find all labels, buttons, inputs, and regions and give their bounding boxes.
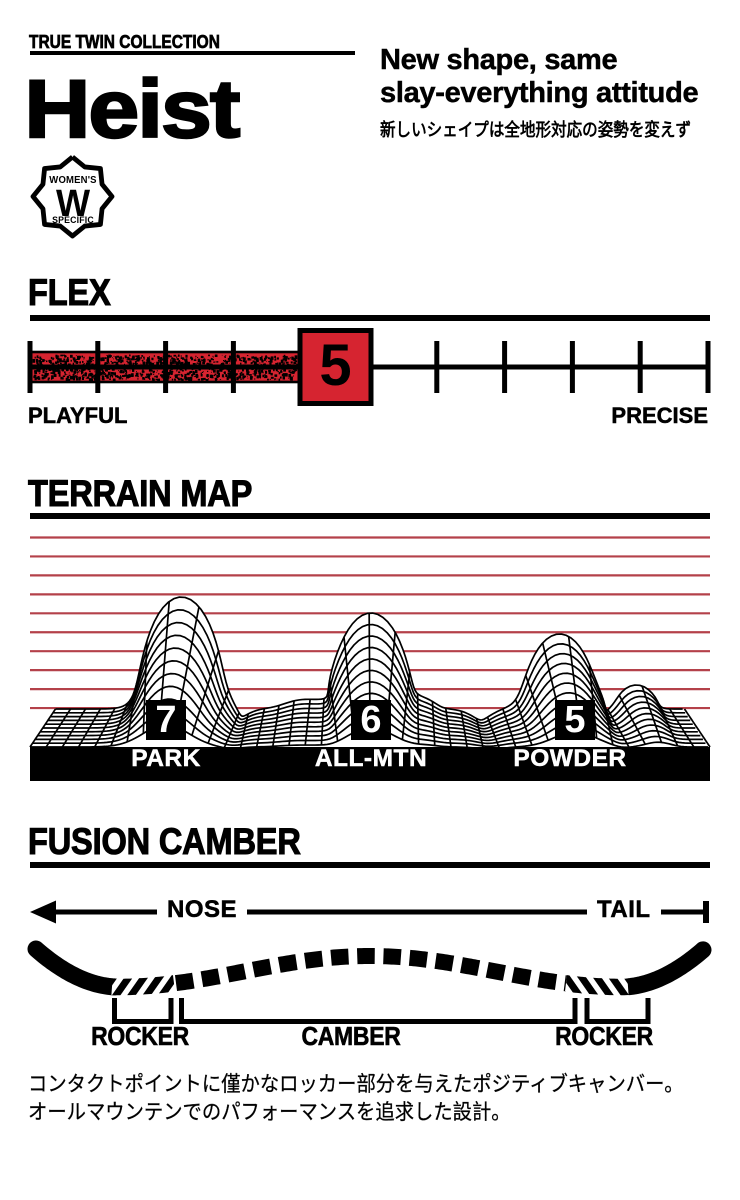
badge-star xyxy=(30,155,115,239)
collection-rule xyxy=(30,51,355,55)
tagline-line1: New shape, same xyxy=(380,44,618,77)
flex-section-rule xyxy=(30,315,710,321)
terrain-score-powder: 5 xyxy=(555,700,595,740)
terrain-score-park: 7 xyxy=(146,700,186,740)
tagline-japanese: 新しいシェイプは全地形対応の姿勢を変えず xyxy=(380,120,692,140)
flex-value: 5 xyxy=(319,333,352,398)
terrain-section-rule xyxy=(30,513,710,519)
camber-description-japanese: コンタクトポイントに僅かなロッカー部分を与えたポジティブキャンバー。 オールマウ… xyxy=(28,1071,684,1127)
badge-bottom-label: SPECIFIC xyxy=(52,214,94,225)
badge-top-label: WOMEN'S xyxy=(49,175,97,186)
terrain-score-allmtn: 6 xyxy=(351,700,391,740)
camber-description-line2: オールマウンテンでのパフォーマンスを追求した設計。 xyxy=(28,1101,511,1124)
collection-label: TRUE TWIN COLLECTION xyxy=(29,32,221,52)
terrain-label-powder: POWDER xyxy=(513,745,627,773)
terrain-label-park: PARK xyxy=(131,745,201,773)
camber-description-line1: コンタクトポイントに僅かなロッカー部分を与えたポジティブキャンバー。 xyxy=(28,1073,684,1096)
zone-label-rocker-right: ROCKER xyxy=(555,1023,654,1052)
terrain-section-title: TERRAIN MAP xyxy=(28,473,253,514)
tagline-line2: slay-everything attitude xyxy=(380,77,699,110)
nose-label: NOSE xyxy=(157,896,248,923)
product-title: Heist xyxy=(23,63,242,156)
terrain-label-allmtn: ALL-MTN xyxy=(314,745,428,773)
zone-label-camber: CAMBER xyxy=(301,1023,401,1052)
camber-section-title: FUSION CAMBER xyxy=(28,821,302,862)
tagline: New shape, same slay-everything attitude xyxy=(380,44,699,110)
flex-section-title: FLEX xyxy=(28,272,112,313)
tail-label: TAIL xyxy=(587,896,661,923)
camber-section-rule xyxy=(30,862,710,868)
flex-max-label: PRECISE xyxy=(611,403,708,429)
badge-letter: W xyxy=(55,183,91,225)
womens-specific-badge: WOMEN'S W SPECIFIC xyxy=(35,155,111,239)
flex-min-label: PLAYFUL xyxy=(28,403,128,429)
zone-label-rocker-left: ROCKER xyxy=(91,1023,190,1052)
flex-gauge xyxy=(27,328,711,406)
